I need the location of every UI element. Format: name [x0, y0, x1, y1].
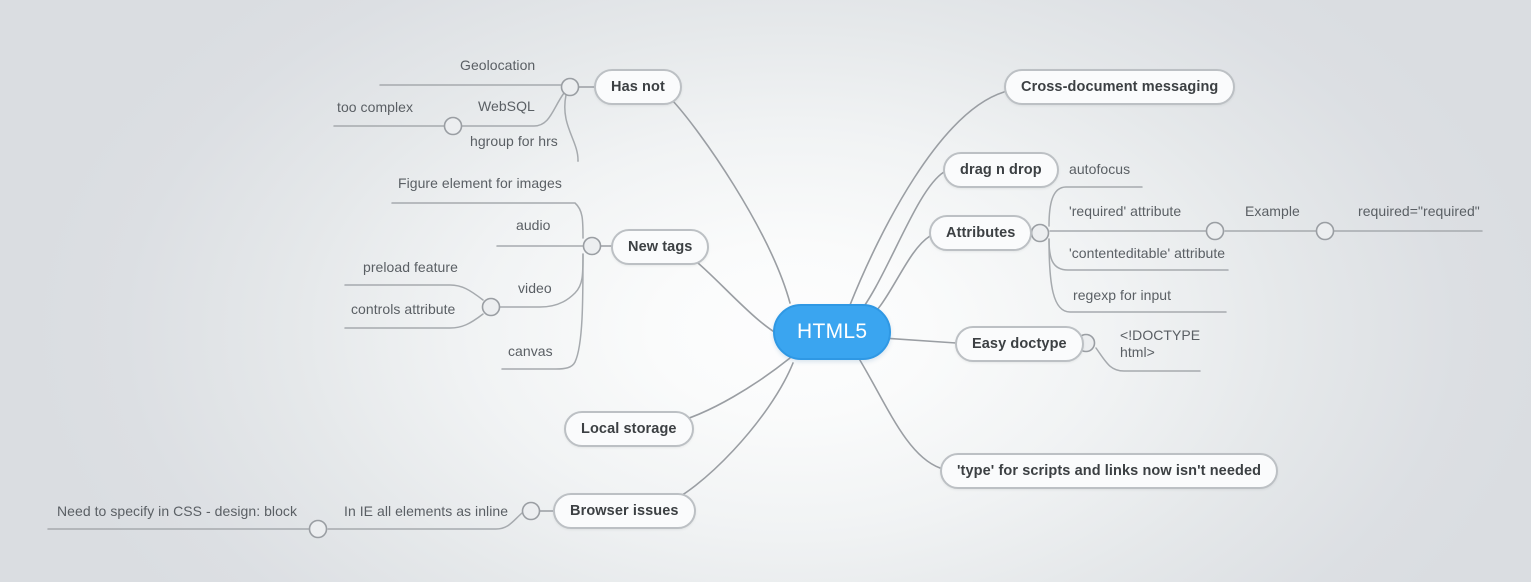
leaf-preload-feature[interactable]: preload feature: [363, 259, 458, 275]
node-easy-doctype[interactable]: Easy doctype: [955, 326, 1084, 362]
joint-newtags: [582, 236, 602, 256]
edge-root-hasnot: [671, 99, 791, 304]
node-local-storage-label: Local storage: [581, 421, 677, 437]
leaf-too-complex[interactable]: too complex: [337, 99, 414, 115]
leaf-controls-attribute[interactable]: controls attribute: [351, 301, 456, 317]
node-local-storage[interactable]: Local storage: [564, 411, 694, 447]
edge-root-dragndrop: [854, 171, 945, 319]
edge-preload: [344, 284, 484, 301]
leaf-required-required[interactable]: required="required": [1358, 203, 1480, 219]
node-new-tags[interactable]: New tags: [611, 229, 710, 265]
node-new-tags-label: New tags: [628, 239, 693, 255]
joint-browserissues: [521, 501, 541, 521]
node-cross-document-messaging[interactable]: Cross-document messaging: [1004, 69, 1236, 105]
node-easy-doctype-label: Easy doctype: [972, 336, 1067, 352]
edge-root-typenotneeded: [854, 351, 941, 469]
joint-inie: [308, 519, 328, 539]
leaf-geolocation[interactable]: Geolocation: [460, 57, 536, 73]
leaf-example[interactable]: Example: [1245, 203, 1300, 219]
edge-hgroup-stem: [564, 94, 579, 162]
node-browser-issues-label: Browser issues: [570, 503, 679, 519]
node-type-not-needed-label: 'type' for scripts and links now isn't n…: [957, 463, 1262, 479]
leaf-in-ie-all-elements-as-inline[interactable]: In IE all elements as inline: [344, 503, 509, 519]
leaf-figure-element[interactable]: Figure element for images: [398, 175, 562, 191]
node-drag-n-drop-label: drag n drop: [960, 162, 1042, 178]
leaf-websql[interactable]: WebSQL: [478, 98, 535, 114]
leaf-required-attribute[interactable]: 'required' attribute: [1069, 203, 1182, 219]
joint-video: [481, 297, 501, 317]
node-has-not-label: Has not: [611, 79, 665, 95]
root-node-html5[interactable]: HTML5: [773, 304, 892, 360]
node-drag-n-drop[interactable]: drag n drop: [943, 152, 1059, 188]
joint-hasnot: [560, 77, 580, 97]
leaf-canvas[interactable]: canvas: [508, 343, 553, 359]
node-attributes[interactable]: Attributes: [929, 215, 1033, 251]
leaf-autofocus[interactable]: autofocus: [1069, 161, 1131, 177]
leaf-hgroup-for-hrs[interactable]: hgroup for hrs: [470, 133, 558, 149]
node-has-not[interactable]: Has not: [594, 69, 682, 105]
joint-attributes: [1030, 223, 1050, 243]
joint-example: [1315, 221, 1335, 241]
node-type-not-needed[interactable]: 'type' for scripts and links now isn't n…: [940, 453, 1279, 489]
node-attributes-label: Attributes: [946, 225, 1016, 241]
leaf-video[interactable]: video: [518, 280, 552, 296]
root-node-label: HTML5: [797, 320, 868, 343]
edge-root-crossdoc: [849, 91, 1005, 306]
leaf-doctype-html[interactable]: <!DOCTYPE html>: [1120, 327, 1201, 360]
leaf-need-to-specify-in-css[interactable]: Need to specify in CSS - design: block: [57, 503, 298, 519]
node-cross-document-messaging-label: Cross-document messaging: [1021, 79, 1219, 95]
joint-required: [1205, 221, 1225, 241]
node-browser-issues[interactable]: Browser issues: [553, 493, 696, 529]
leaf-regexp-for-input[interactable]: regexp for input: [1073, 287, 1172, 303]
joint-websql: [443, 116, 463, 136]
leaf-contenteditable-attribute[interactable]: 'contenteditable' attribute: [1069, 245, 1226, 261]
edge-figure: [391, 202, 584, 239]
leaf-audio[interactable]: audio: [516, 217, 551, 233]
